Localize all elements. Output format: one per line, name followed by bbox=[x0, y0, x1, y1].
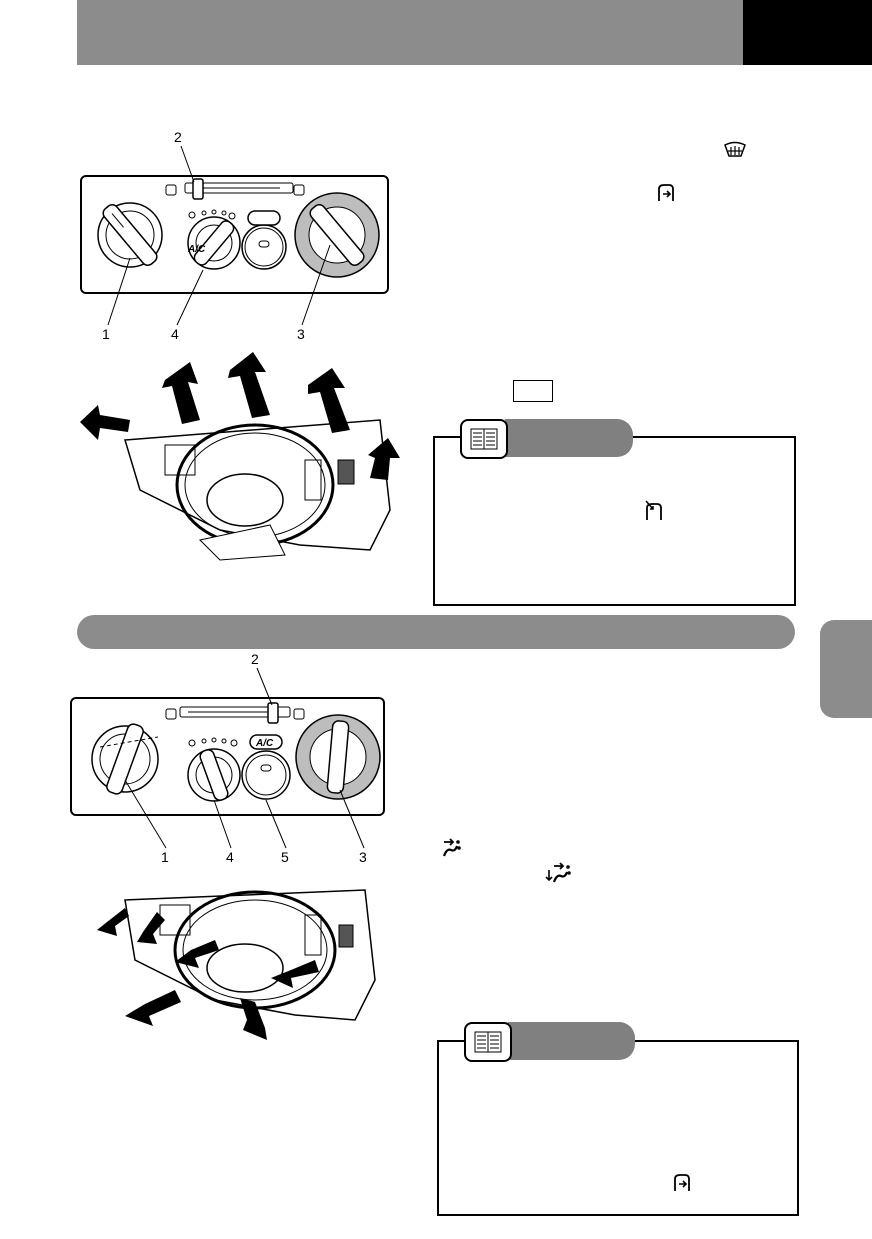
fresh-recirc-lever bbox=[165, 702, 305, 724]
book-icon bbox=[470, 428, 498, 450]
book-icon bbox=[474, 1031, 502, 1053]
indicator-box bbox=[513, 380, 553, 402]
section-header-bar bbox=[77, 615, 795, 649]
callout-2: 2 bbox=[251, 651, 259, 667]
ac-button bbox=[241, 734, 291, 800]
recirculation-icon bbox=[658, 184, 674, 201]
callout-4: 4 bbox=[171, 326, 179, 342]
callout-1: 1 bbox=[161, 849, 169, 865]
ac-label: A/C bbox=[188, 244, 206, 255]
page-header-bar bbox=[77, 0, 743, 65]
bi-level-icon bbox=[545, 862, 571, 883]
dashboard-foot-airflow bbox=[97, 889, 376, 1040]
note-box-top bbox=[433, 436, 796, 606]
mode-dial bbox=[97, 202, 163, 268]
callout-3: 3 bbox=[359, 849, 367, 865]
callout-5: 5 bbox=[281, 849, 289, 865]
book-badge-bottom bbox=[464, 1022, 512, 1062]
temperature-dial bbox=[294, 192, 380, 278]
chapter-marker bbox=[743, 0, 872, 65]
recirculation-icon bbox=[674, 1174, 690, 1191]
fresh-air-icon bbox=[645, 500, 662, 520]
fresh-recirc-lever bbox=[165, 178, 305, 200]
ac-label: A/C bbox=[256, 738, 274, 749]
book-badge-top bbox=[460, 419, 508, 459]
chapter-side-tab bbox=[820, 620, 872, 718]
dashboard-face-airflow bbox=[80, 352, 400, 561]
note-tab-top bbox=[505, 419, 633, 457]
face-vent-icon bbox=[442, 838, 461, 857]
callout-1: 1 bbox=[102, 326, 110, 342]
note-tab-bottom bbox=[508, 1022, 635, 1060]
fan-dial bbox=[187, 209, 241, 270]
callout-4: 4 bbox=[226, 849, 234, 865]
temperature-dial bbox=[295, 714, 381, 800]
callout-3: 3 bbox=[297, 326, 305, 342]
control-panel-bottom bbox=[70, 697, 385, 816]
control-panel-top bbox=[80, 175, 389, 294]
ac-button bbox=[241, 210, 287, 270]
defrost-icon bbox=[724, 141, 746, 157]
mode-dial bbox=[91, 723, 159, 795]
callout-2: 2 bbox=[174, 129, 182, 145]
fan-dial bbox=[187, 737, 241, 802]
note-box-bottom bbox=[437, 1040, 799, 1216]
